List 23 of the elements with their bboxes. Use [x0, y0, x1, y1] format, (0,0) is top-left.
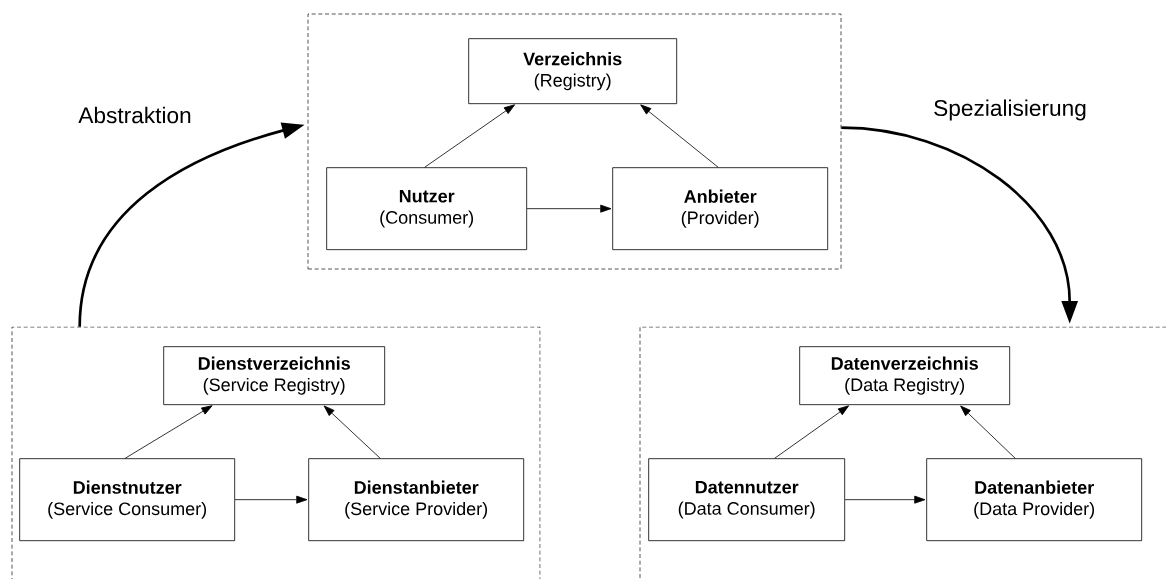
- process-box: Datennutzer (Data Consumer): [648, 458, 846, 542]
- arrow: [640, 104, 719, 168]
- process-box: Datenanbieter (Data Provider): [926, 458, 1143, 542]
- process-box: Nutzer (Consumer): [326, 167, 528, 251]
- arrow: [424, 104, 516, 168]
- arrow: [774, 405, 850, 459]
- process-box: Dienstanbieter (Service Provider): [308, 458, 525, 542]
- arrow: [526, 204, 612, 213]
- process-box: Verzeichnis (Registry): [468, 38, 678, 105]
- dashed-frame: [11, 326, 541, 579]
- arrow: [844, 495, 926, 504]
- process-box: Dienstnutzer (Service Consumer): [19, 458, 236, 542]
- dashed-frame: [307, 13, 842, 270]
- edge-label: Abstraktion: [77, 105, 194, 125]
- arrow: [960, 405, 1016, 459]
- arrow: [323, 405, 381, 459]
- process-box: Anbieter (Provider): [612, 167, 829, 251]
- edge-label: Spezialisierung: [931, 98, 1089, 122]
- arrow: [124, 405, 213, 459]
- process-box: Dienstverzeichnis (Service Registry): [163, 346, 386, 406]
- arrow: [234, 495, 308, 504]
- dashed-frame: [639, 326, 1166, 579]
- process-box: Datenverzeichnis (Data Registry): [799, 346, 1011, 406]
